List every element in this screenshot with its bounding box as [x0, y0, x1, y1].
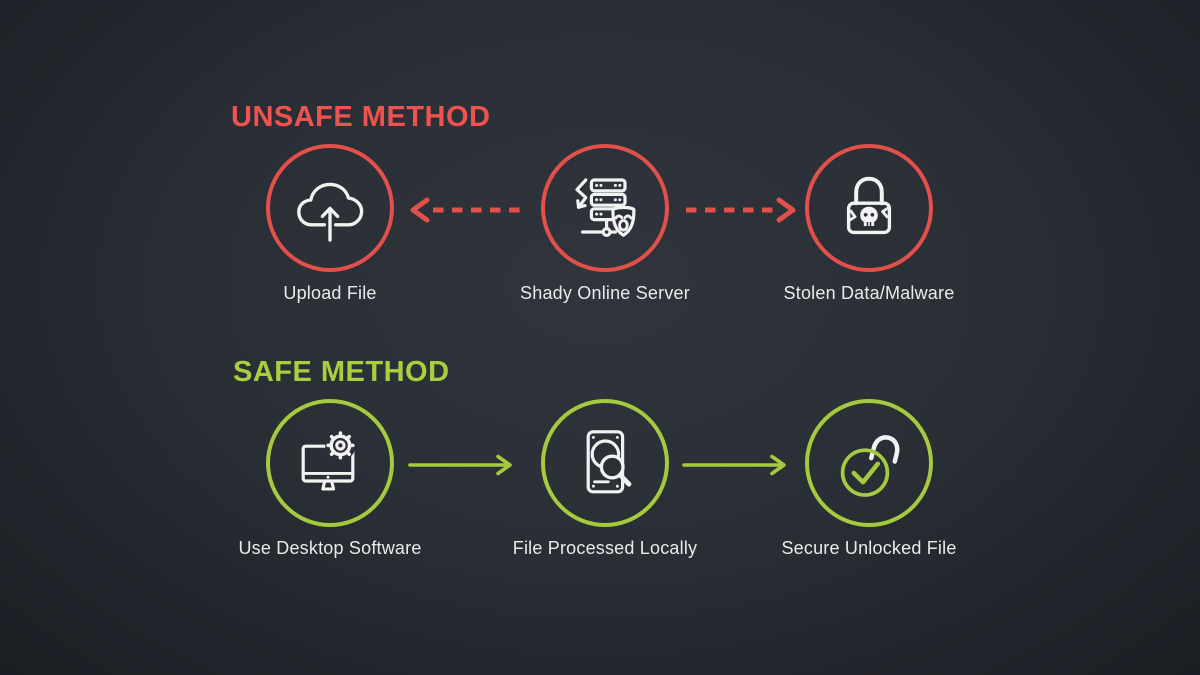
- safe-label-local: File Processed Locally: [512, 538, 698, 558]
- safe-label-unlocked: Secure Unlocked File: [781, 538, 957, 558]
- unsafe-label-server: Shady Online Server: [520, 283, 690, 303]
- unsafe-label-malware: Stolen Data/Malware: [783, 283, 955, 303]
- hdd-search-icon: [586, 430, 632, 494]
- unsafe-dashed-arrow-right: [682, 197, 800, 223]
- unsafe-section-title: UNSAFE METHOD: [231, 101, 491, 133]
- safe-node-unlocked: [805, 399, 933, 527]
- safe-node-local: [541, 399, 669, 527]
- safe-label-desktop: Use Desktop Software: [238, 538, 422, 558]
- safe-solid-arrow-2: [682, 452, 792, 478]
- unsafe-node-upload: [266, 144, 394, 272]
- unlocked-check-icon: [840, 435, 900, 497]
- safe-solid-arrow-1: [408, 452, 518, 478]
- safe-section-title: SAFE METHOD: [233, 356, 450, 388]
- desktop-gear-icon: [301, 430, 356, 491]
- safe-node-desktop: [266, 399, 394, 527]
- unsafe-node-malware: [805, 144, 933, 272]
- cloud-upload-icon: [297, 182, 364, 242]
- shady-server-icon: [575, 178, 636, 237]
- malware-lock-icon: [846, 176, 892, 235]
- unsafe-dashed-arrow-left: [406, 197, 524, 223]
- unsafe-node-server: [541, 144, 669, 272]
- unsafe-label-upload: Upload File: [283, 283, 377, 303]
